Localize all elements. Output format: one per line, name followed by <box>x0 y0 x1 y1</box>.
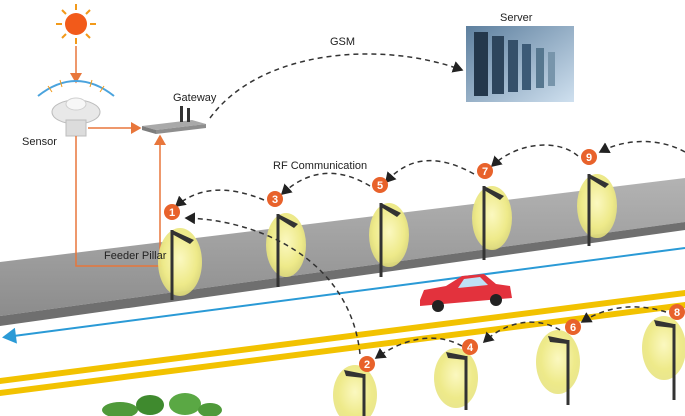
lamp-badge-3: 3 <box>267 191 283 207</box>
svg-text:6: 6 <box>570 322 576 334</box>
blue-guide-line <box>2 247 685 344</box>
svg-text:1: 1 <box>169 207 175 219</box>
gateway-label: Gateway <box>173 92 217 104</box>
lamp-badge-4: 4 <box>462 339 478 355</box>
car-icon <box>420 274 512 312</box>
svg-text:8: 8 <box>674 307 680 319</box>
rf-links <box>174 140 685 359</box>
rf-communication-label: RF Communication <box>273 160 368 172</box>
svg-text:5: 5 <box>377 180 383 192</box>
svg-text:3: 3 <box>272 194 278 206</box>
lamp-badge-2: 2 <box>359 356 375 372</box>
lamp-badge-9: 9 <box>581 149 597 165</box>
lamp-badge-6: 6 <box>565 319 581 335</box>
lamp-badge-8: 8 <box>669 304 685 320</box>
yellow-lane-2 <box>0 302 685 396</box>
street-lamp-icon <box>158 228 202 300</box>
server-label: Server <box>500 12 533 24</box>
street-lamp-icon <box>472 186 512 260</box>
sun-icon <box>56 4 96 44</box>
lamp-badge-5: 5 <box>372 177 388 193</box>
svg-text:9: 9 <box>586 152 592 164</box>
lamp-badge-7: 7 <box>477 163 493 179</box>
street-lamp-icon <box>577 174 617 246</box>
street-lamp-icon <box>536 330 580 405</box>
sensor-icon <box>37 79 115 137</box>
gsm-link <box>209 53 464 119</box>
street-lamp-icon <box>642 316 685 400</box>
sensor-label: Sensor <box>22 136 57 148</box>
gsm-label: GSM <box>330 36 356 48</box>
svg-text:7: 7 <box>482 166 488 178</box>
svg-text:4: 4 <box>467 342 474 354</box>
tree-icon <box>102 393 222 416</box>
gateway-icon <box>142 106 206 134</box>
street-lamp-icon <box>369 203 409 277</box>
street-lamp-icon <box>434 348 478 410</box>
svg-text:2: 2 <box>364 359 370 371</box>
power-wires <box>75 122 170 267</box>
lamp-badge-1: 1 <box>164 204 180 220</box>
yellow-lane-1 <box>0 290 685 384</box>
feeder-pillar-label: Feeder Pillar <box>104 250 167 262</box>
server-icon <box>466 26 574 102</box>
street-lamp-icon <box>333 365 377 416</box>
